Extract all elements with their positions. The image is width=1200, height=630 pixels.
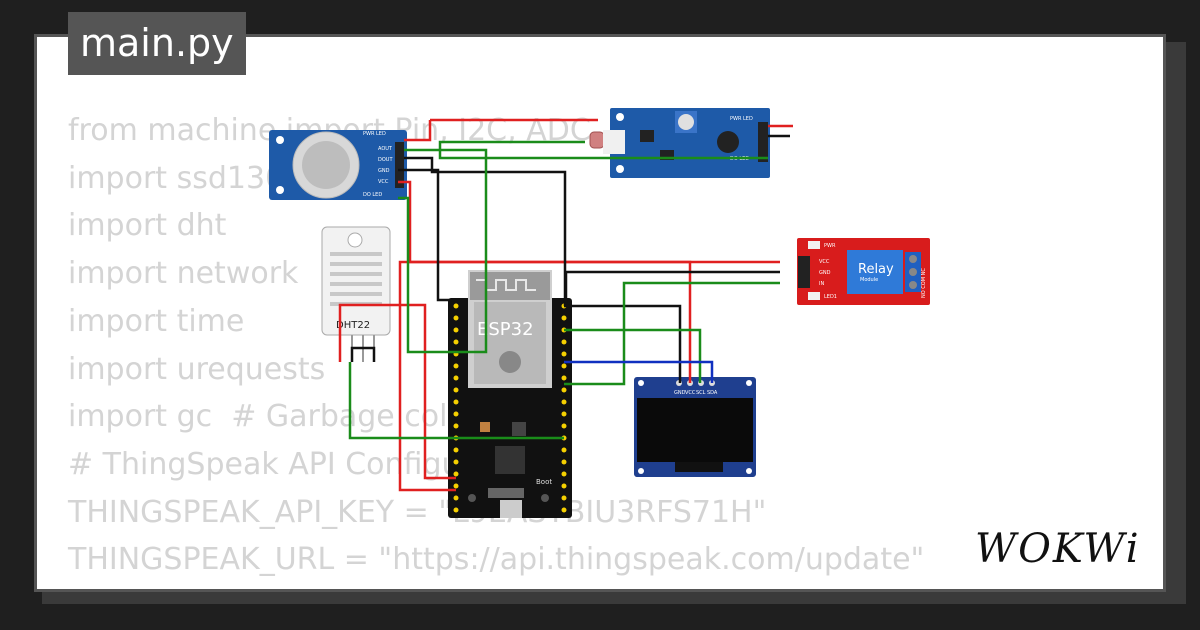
dht22-label: DHT22 (336, 320, 370, 331)
oled-display[interactable]: GND VCC SCL SDA (634, 377, 756, 477)
oled-pin-label: GND (674, 390, 686, 396)
esp32-label: ESP32 (477, 319, 534, 340)
oled-pin-label: SDA (707, 390, 718, 396)
gas-do-led-label: DO LED (363, 192, 382, 198)
wire-green (398, 148, 488, 354)
code-line: import time (68, 303, 245, 339)
diagram-frame: from machine import Pin, I2C, ADCimport … (34, 34, 1166, 592)
wires (338, 118, 793, 492)
wire-green (438, 140, 768, 160)
relay-pin-label: IN (819, 281, 824, 287)
wire-black (564, 304, 682, 383)
code-line: THINGSPEAK_URL = "https://api.thingspeak… (68, 542, 925, 578)
wire-green (348, 362, 564, 440)
gas-sensor[interactable]: PWR LED DO LED AOUT DOUT GND VCC (269, 130, 407, 200)
relay-pin-label: GND (819, 270, 831, 276)
ldr-pin-label: AO (773, 153, 780, 159)
relay-pwr-led-label: PWR (824, 243, 836, 249)
wire-red (404, 120, 432, 142)
ldr-pin-label: DO (773, 143, 781, 149)
ldr-pwr-led-label: PWR LED (730, 116, 753, 122)
code-line: import urequests (68, 351, 326, 387)
wire-black (398, 168, 456, 302)
wire-red (398, 260, 780, 492)
wokwi-logo: WOKWi (975, 526, 1141, 572)
relay-led1-label: LED1 (824, 294, 837, 300)
wire-red (338, 303, 456, 480)
oled-pin-label: VCC (685, 390, 696, 396)
wire-black (564, 270, 780, 306)
gas-pin-label: VCC (378, 179, 389, 185)
esp32-board[interactable]: ESP32 Boot (448, 270, 572, 518)
gas-pwr-led-label: PWR LED (363, 131, 386, 137)
relay-sublabel: Module (860, 277, 878, 283)
gas-pin-label: GND (378, 168, 390, 174)
ldr-module[interactable]: PWR LED DO LED VCC GND DO AO (589, 108, 785, 178)
wire-black (350, 346, 376, 362)
relay-label: Relay (858, 262, 894, 277)
code-line: import dht (68, 208, 227, 244)
boot-label: Boot (536, 478, 552, 486)
gas-pin-label: AOUT (378, 146, 393, 152)
relay-module[interactable]: Relay Module PWR LED1 VCC GND IN NO COM … (797, 238, 930, 305)
file-tab[interactable]: main.py (68, 12, 246, 75)
wire-green (564, 328, 702, 383)
relay-pin-label: VCC (819, 259, 830, 265)
code-listing: from machine import Pin, I2C, ADCimport … (68, 107, 924, 584)
relay-side-label: NO COM NC (921, 268, 927, 298)
code-line: import network (68, 256, 299, 292)
gas-pin-label: DOUT (378, 157, 393, 163)
wire-green (564, 281, 780, 386)
wire-black (404, 156, 567, 306)
dht22-sensor[interactable]: DHT22 (321, 226, 391, 362)
wire-blue (564, 360, 714, 383)
oled-pin-label: SCL (696, 390, 706, 396)
